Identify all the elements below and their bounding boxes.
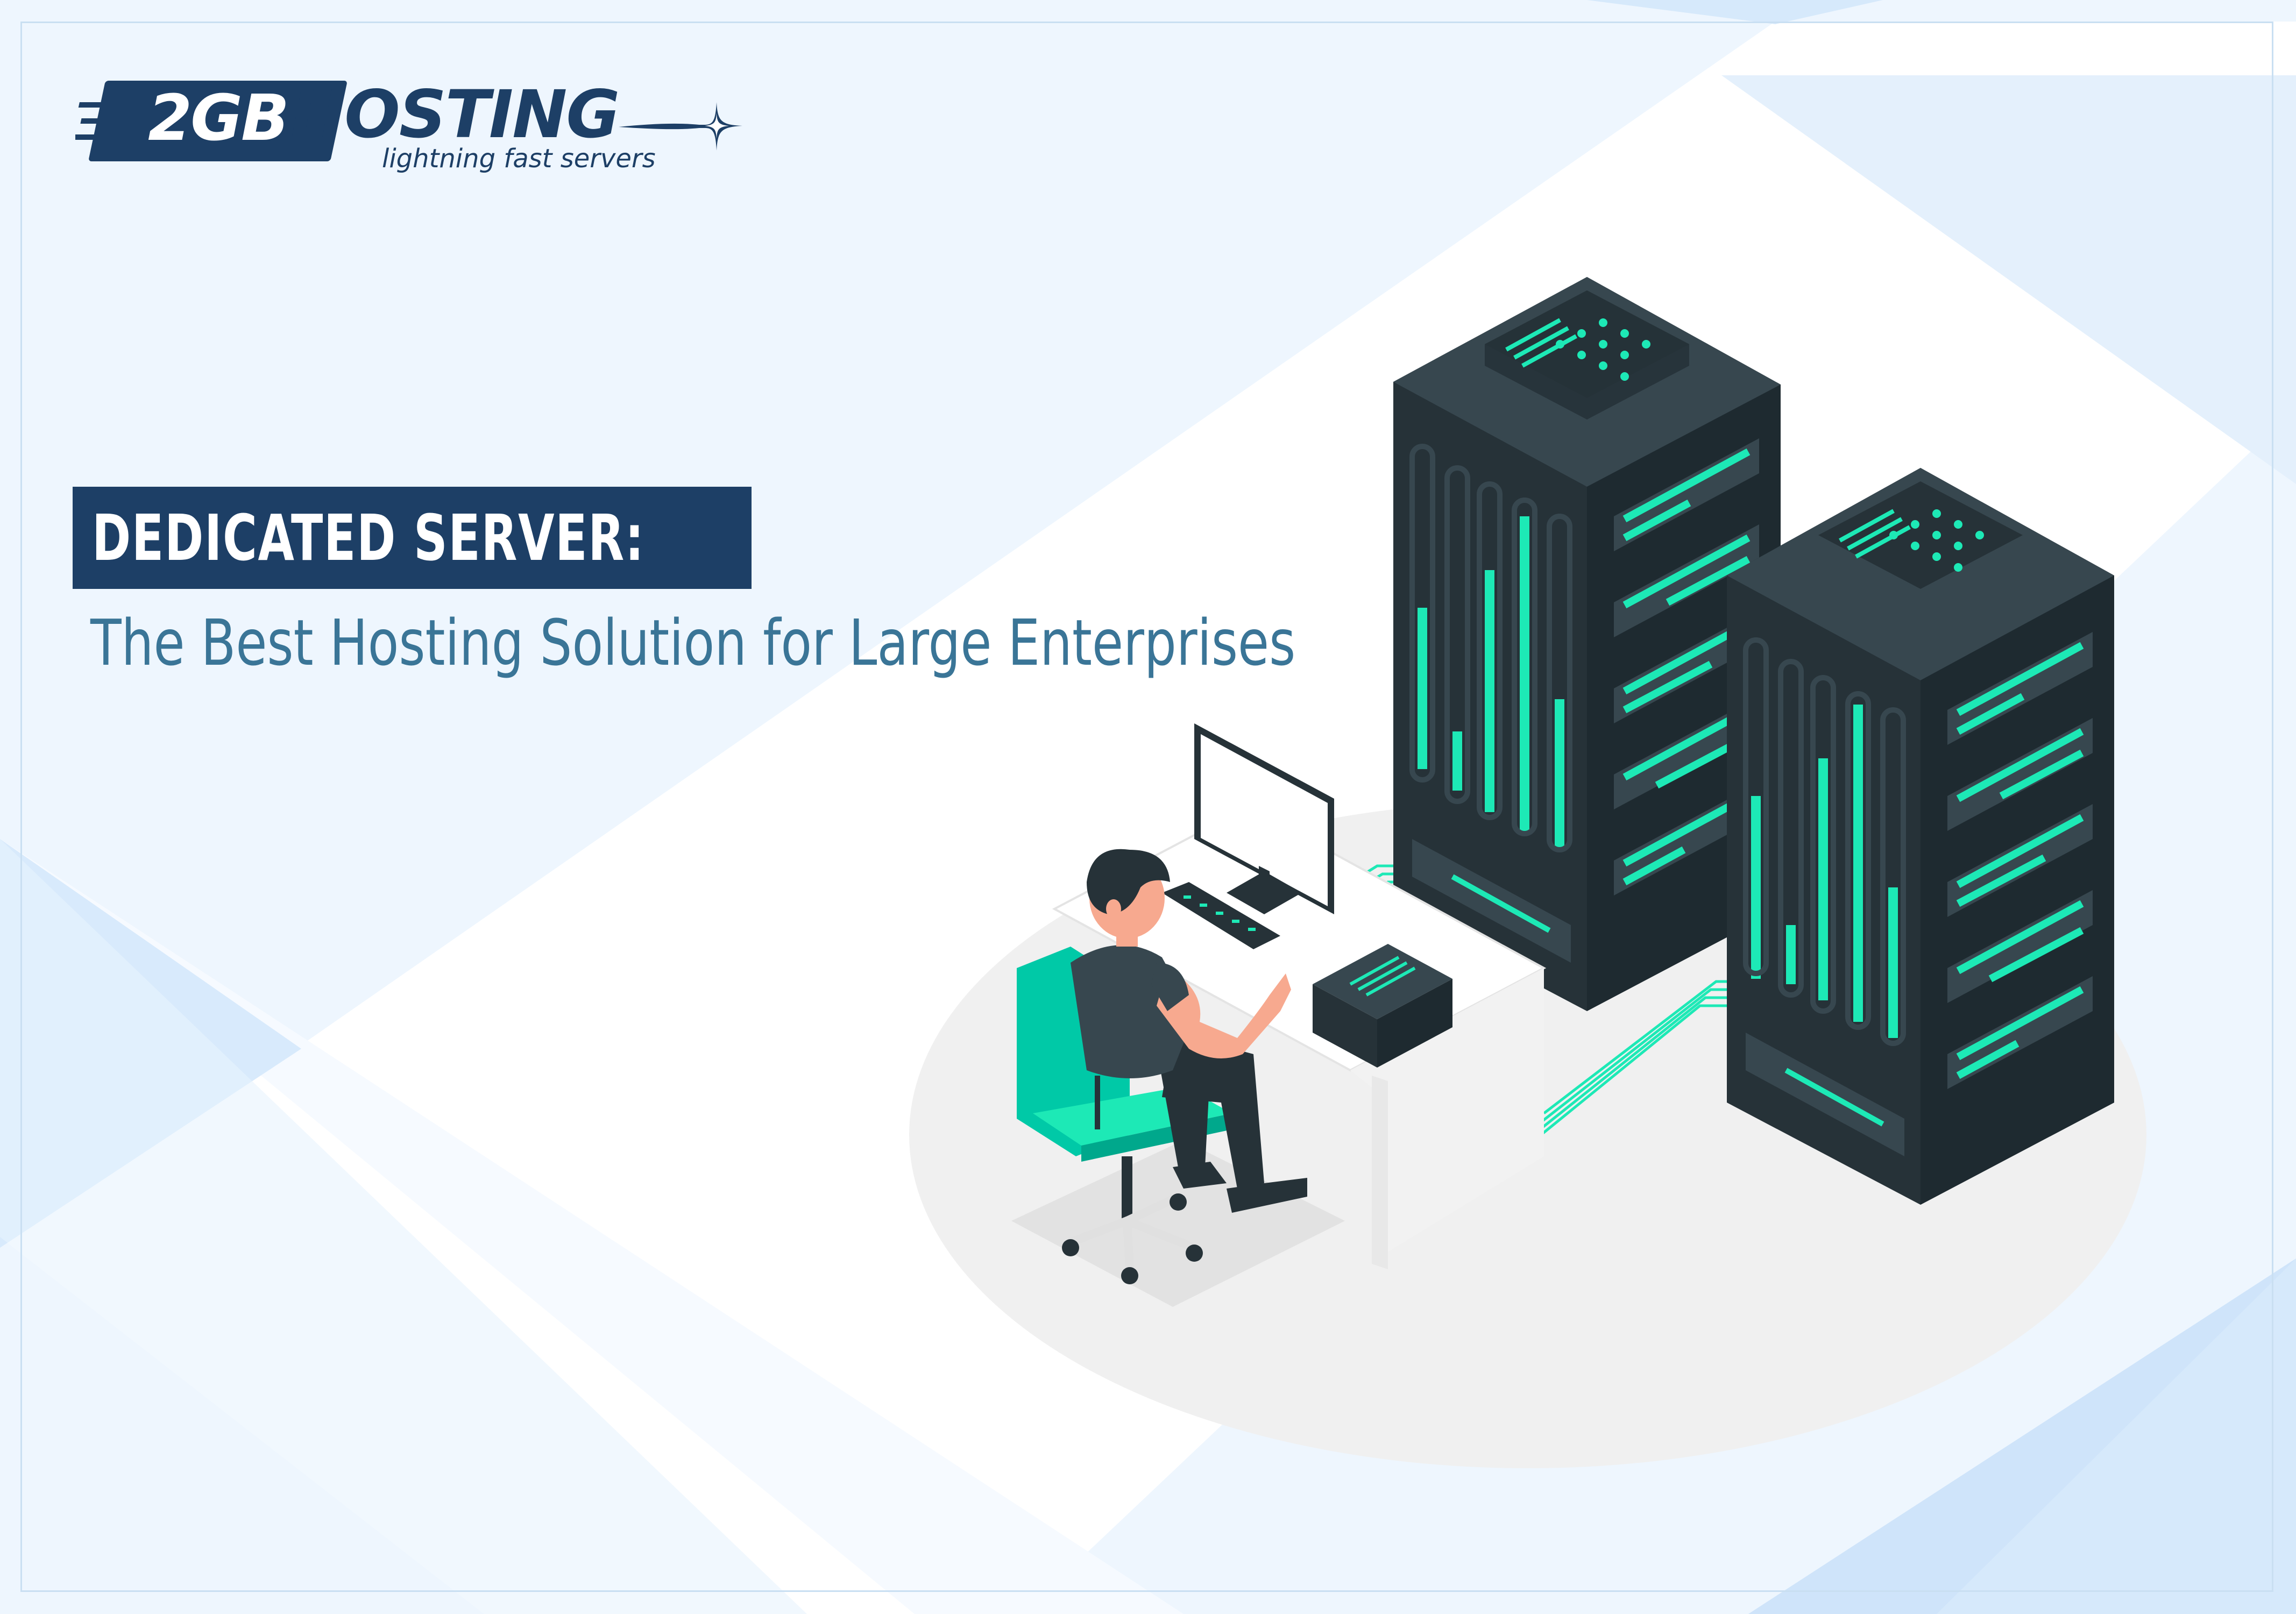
server-rack-icon	[1727, 468, 2114, 1205]
brand-logo[interactable]: 2GB HOSTING lightning fast servers	[75, 65, 742, 177]
headline-banner: DEDICATED SERVER:	[73, 487, 752, 589]
keyboard-icon	[1162, 882, 1280, 949]
page-title: DEDICATED SERVER:	[92, 501, 645, 575]
logo-badge-text: 2GB	[148, 81, 289, 155]
person-icon	[1071, 849, 1307, 1213]
mini-server-icon	[1313, 944, 1452, 1068]
logo-tagline: lightning fast servers	[382, 144, 656, 174]
server-rack-icon	[1393, 277, 1781, 1011]
speed-lines-icon	[75, 102, 101, 140]
page-subtitle: The Best Hosting Solution for Large Ente…	[90, 606, 1296, 680]
logo-wordmark: HOSTING	[290, 76, 620, 153]
desktop-monitor-icon	[1194, 723, 1334, 914]
sparkle-star-icon	[619, 102, 742, 151]
